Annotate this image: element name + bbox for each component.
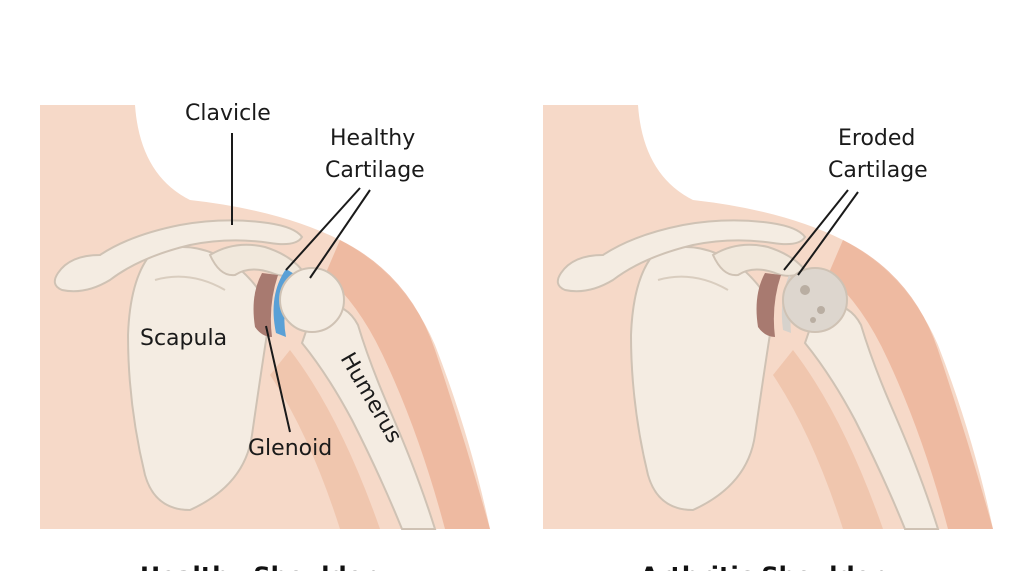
arthritic-caption: Arthritic Shoulder	[640, 562, 883, 571]
glenoid-label: Glenoid	[248, 436, 332, 461]
humeral-head	[782, 267, 848, 333]
clavicle-label: Clavicle	[185, 101, 271, 126]
healthy-caption: Healthy Shoulder	[140, 562, 375, 571]
healthy-cartilage-label-line2: Cartilage	[325, 158, 425, 183]
humeral-head	[279, 267, 345, 333]
leader-lines	[231, 133, 859, 433]
glenoid-shape	[253, 273, 278, 337]
healthy-cartilage-label-line1: Healthy	[330, 126, 415, 151]
healthy-shoulder-panel	[39, 104, 491, 530]
scapula-label: Scapula	[140, 326, 227, 351]
arthritic-shoulder-panel	[542, 104, 994, 530]
glenoid-shape	[756, 273, 781, 337]
eroded-cartilage-label-line2: Cartilage	[828, 158, 928, 183]
eroded-cartilage-label-line1: Eroded	[838, 126, 915, 151]
